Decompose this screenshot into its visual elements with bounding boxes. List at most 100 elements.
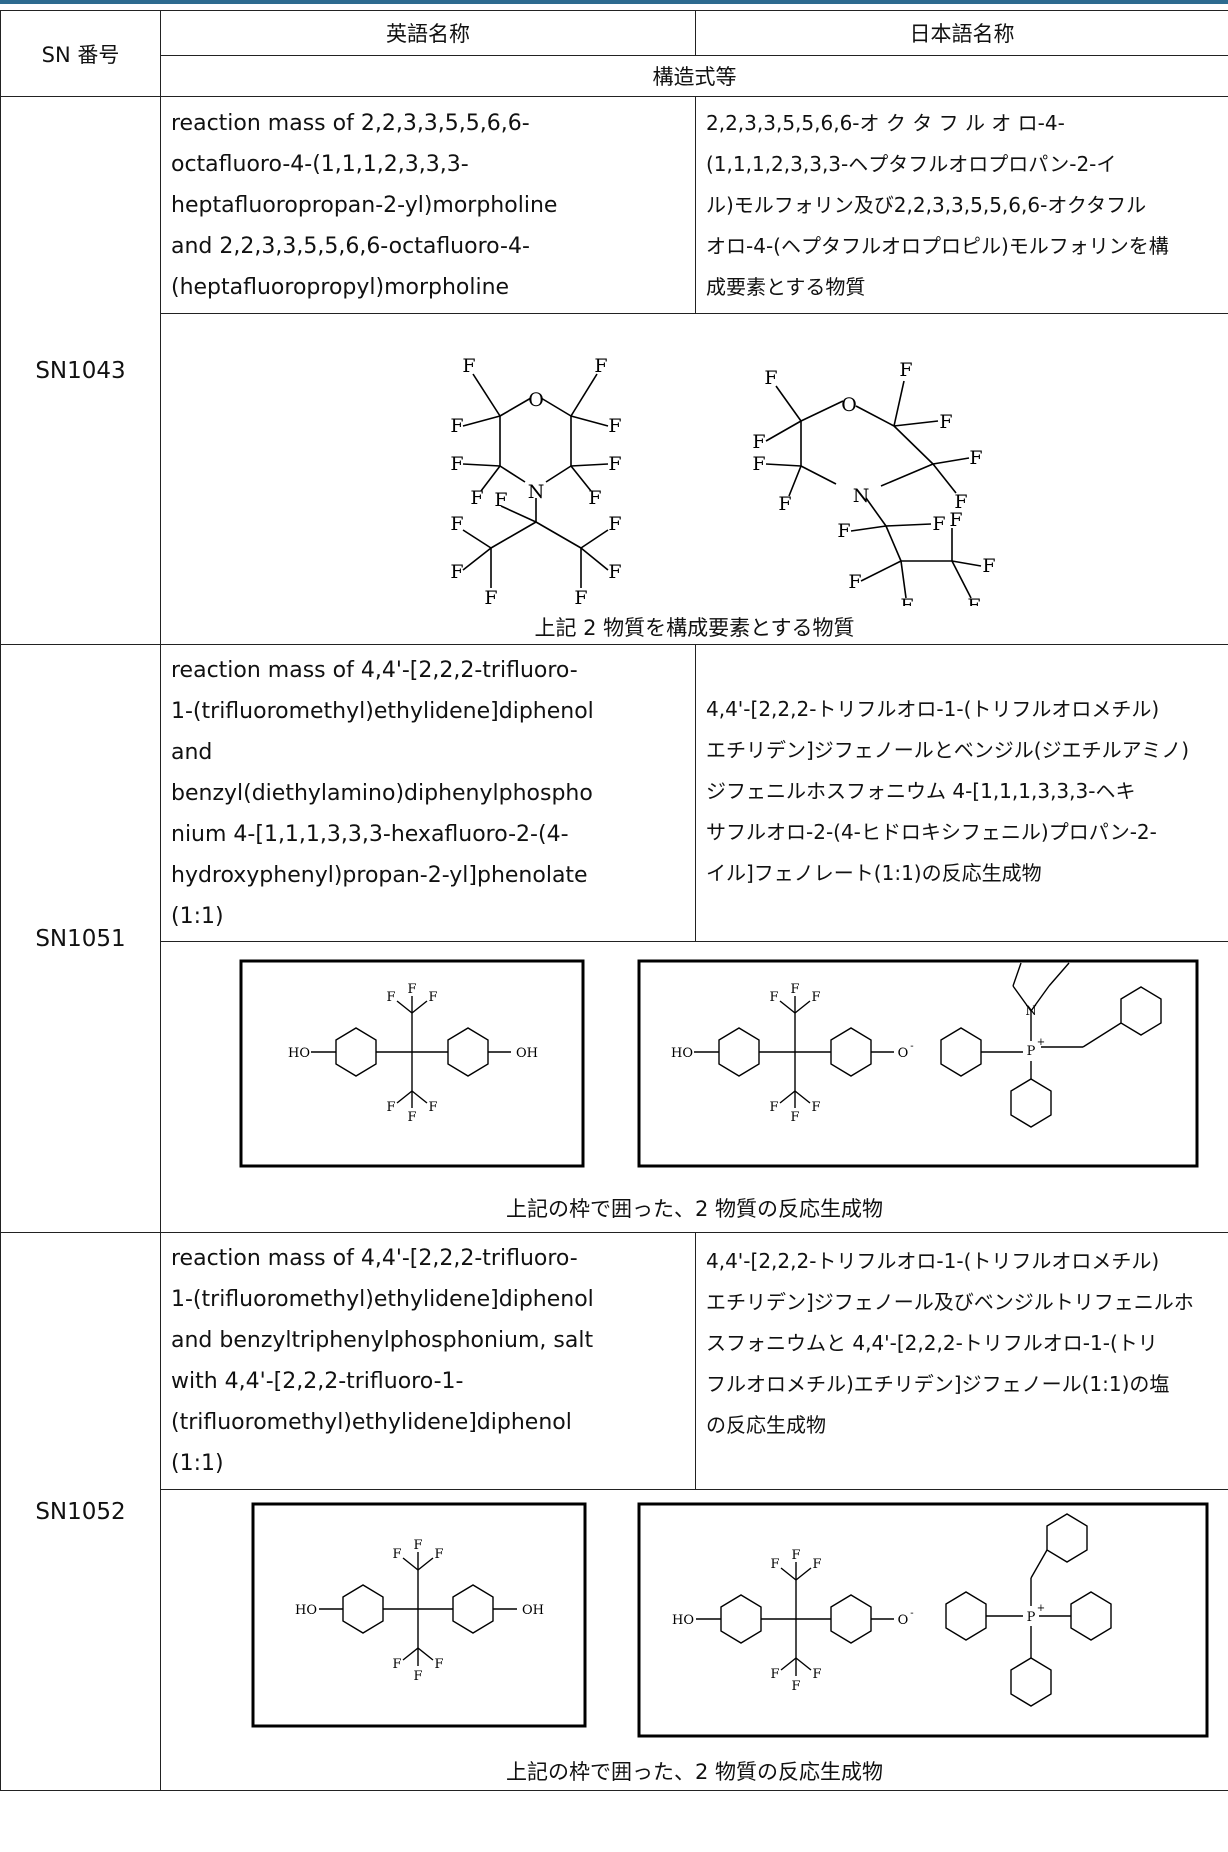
atom-label: F	[791, 1679, 800, 1694]
header-japanese: 日本語名称	[695, 10, 1228, 56]
atom-label: F	[428, 1100, 437, 1115]
atom-label: F	[769, 990, 778, 1005]
text-line: エチリデン]ジフェノールとベンジル(ジエチルアミノ)	[706, 738, 1190, 762]
text-line: octafluoro-4-(1,1,1,2,3,3,3-	[171, 151, 469, 177]
atom-label: P	[1027, 1610, 1036, 1625]
sn-number: SN1052	[0, 1232, 161, 1791]
atom-label: F	[594, 355, 607, 377]
atom-label: O	[898, 1046, 909, 1061]
text-line: サフルオロ-2-(4-ヒドロキシフェニル)プロパン-2-	[706, 820, 1157, 844]
atom-label: F	[837, 520, 850, 542]
atom-label: F	[462, 355, 475, 377]
atom-label: F	[574, 587, 587, 606]
atom-label: F	[392, 1657, 401, 1672]
header-row: SN 番号 英語名称 日本語名称	[0, 10, 1228, 97]
text-line: (heptafluoropropyl)morpholine	[171, 274, 510, 300]
atom-label: F	[470, 487, 483, 509]
atom-label: F	[392, 1547, 401, 1562]
sn-number: SN1051	[0, 644, 161, 1233]
atom-label: +	[1037, 1603, 1045, 1614]
atom-label: F	[407, 982, 416, 997]
atom-label: F	[764, 367, 777, 389]
atom-label: F	[494, 489, 507, 511]
text-line: イル]フェノレート(1:1)の反応生成物	[706, 861, 1042, 885]
atom-label: F	[939, 411, 952, 433]
atom-label: F	[932, 513, 945, 535]
atom-label: HO	[295, 1603, 317, 1618]
atom-label: F	[848, 571, 861, 593]
atom-label: F	[428, 990, 437, 1005]
atom-label: OH	[516, 1046, 538, 1061]
text-line: with 4,4'-[2,2,2-trifluoro-1-	[171, 1369, 464, 1394]
japanese-name: 4,4'-[2,2,2-トリフルオロ-1-(トリフルオロメチル) エチリデン]ジ…	[695, 1232, 1228, 1490]
atom-label: HO	[288, 1046, 310, 1061]
top-accent-bar	[0, 0, 1228, 4]
atom-label: F	[608, 453, 621, 475]
text-line: ル)モルフォリン及び2,2,3,3,5,5,6,6-オクタフル	[706, 192, 1147, 217]
text-line: (1:1)	[171, 1451, 224, 1476]
text-line: and	[171, 739, 213, 765]
english-name: reaction mass of 4,4'-[2,2,2-trifluoro- …	[160, 644, 696, 942]
text-line: hydroxyphenyl)propan-2-yl]phenolate	[171, 862, 588, 888]
atom-label: F	[949, 509, 962, 531]
text-line: 4,4'-[2,2,2-トリフルオロ-1-(トリフルオロメチル)	[706, 697, 1160, 721]
table-row: SN1043 reaction mass of 2,2,3,3,5,5,6,6-…	[0, 96, 1228, 645]
atom-label: F	[413, 1669, 422, 1684]
header-english: 英語名称	[160, 10, 696, 56]
atom-label: O	[841, 394, 857, 416]
text-line: フルオロメチル)エチリデン]ジフェノール(1:1)の塩	[706, 1372, 1170, 1396]
diphenol-phosphonium-structures: HO OH F F F F F F HO O - F F F F F F	[239, 959, 1199, 1168]
atom-label: F	[812, 1557, 821, 1572]
text-line: ジフェニルホスフォニウム 4-[1,1,1,3,3,3-ヘキ	[706, 779, 1136, 803]
diphenol-triphenylphosphonium-structures: HO OH F F F F F F HO O - F F F F F F	[251, 1502, 1209, 1738]
table-row: HO OH F F F F F F HO O - F F F F F F	[1, 941, 1228, 1233]
japanese-name: 2,2,3,3,5,5,6,6-オ ク タ フ ル オ ロ-4- (1,1,1,…	[695, 96, 1228, 314]
atom-label: F	[450, 453, 463, 475]
atom-label: O	[528, 389, 544, 411]
atom-label: F	[811, 990, 820, 1005]
text-line: nium 4-[1,1,1,3,3,3-hexafluoro-2-(4-	[171, 821, 569, 847]
substance-table: SN 番号 英語名称 日本語名称 構造式等 SN1043 reaction ma…	[0, 10, 1228, 1791]
text-line: reaction mass of 2,2,3,3,5,5,6,6-	[171, 110, 530, 136]
atom-label: F	[434, 1547, 443, 1562]
atom-label: F	[588, 487, 601, 509]
atom-label: F	[752, 453, 765, 475]
text-line: 1-(trifluoromethyl)ethylidene]diphenol	[171, 1287, 594, 1312]
table-row: O N F F F F F F F F F F F F F F F	[1, 313, 1228, 645]
text-line: heptafluoropropan-2-yl)morpholine	[171, 192, 558, 218]
morpholine-structures: O N F F F F F F F F F F F F F F F	[450, 355, 995, 606]
header-row-2: 構造式等	[1, 55, 1228, 97]
atom-label: F	[790, 982, 799, 997]
structure-caption: 上記の枠で囲った、2 物質の反応生成物	[505, 1197, 884, 1221]
atom-label: F	[608, 561, 621, 583]
table-row: HO OH F F F F F F HO O - F F F F F F	[1, 1489, 1228, 1791]
text-line: (1,1,1,2,3,3,3-ヘプタフルオロプロパン-2-イ	[706, 151, 1117, 176]
atom-label: F	[900, 595, 913, 606]
atom-label: F	[967, 595, 980, 606]
atom-label: F	[407, 1110, 416, 1125]
atom-label: F	[450, 415, 463, 437]
text-line: (trifluoromethyl)ethylidene]diphenol	[171, 1410, 572, 1435]
japanese-name: 4,4'-[2,2,2-トリフルオロ-1-(トリフルオロメチル) エチリデン]ジ…	[695, 644, 1228, 942]
atom-label: N	[853, 485, 870, 507]
atom-label: F	[770, 1557, 779, 1572]
atom-label: F	[608, 513, 621, 535]
atom-label: HO	[672, 1613, 694, 1628]
atom-label: -	[910, 1608, 913, 1619]
atom-label: F	[484, 587, 497, 606]
atom-label: F	[969, 447, 982, 469]
atom-label: OH	[522, 1603, 544, 1618]
atom-label: P	[1027, 1044, 1036, 1059]
atom-label: -	[910, 1041, 913, 1052]
text-line: (1:1)	[171, 903, 224, 929]
text-line: スフォニウムと 4,4'-[2,2,2-トリフルオロ-1-(トリ	[706, 1331, 1158, 1355]
text-line: オロ-4-(ヘプタフルオロプロピル)モルフォリンを構	[706, 233, 1169, 258]
atom-label: F	[752, 431, 765, 453]
structure-cell: O N F F F F F F F F F F F F F F F	[160, 313, 1228, 645]
atom-label: N	[528, 481, 545, 503]
table-row: SN1051 reaction mass of 4,4'-[2,2,2-trif…	[0, 644, 1228, 1233]
text-line: 2,2,3,3,5,5,6,6-オ ク タ フ ル オ ロ-4-	[706, 110, 1065, 135]
atom-label: F	[812, 1667, 821, 1682]
atom-label: F	[769, 1100, 778, 1115]
atom-label: F	[770, 1667, 779, 1682]
